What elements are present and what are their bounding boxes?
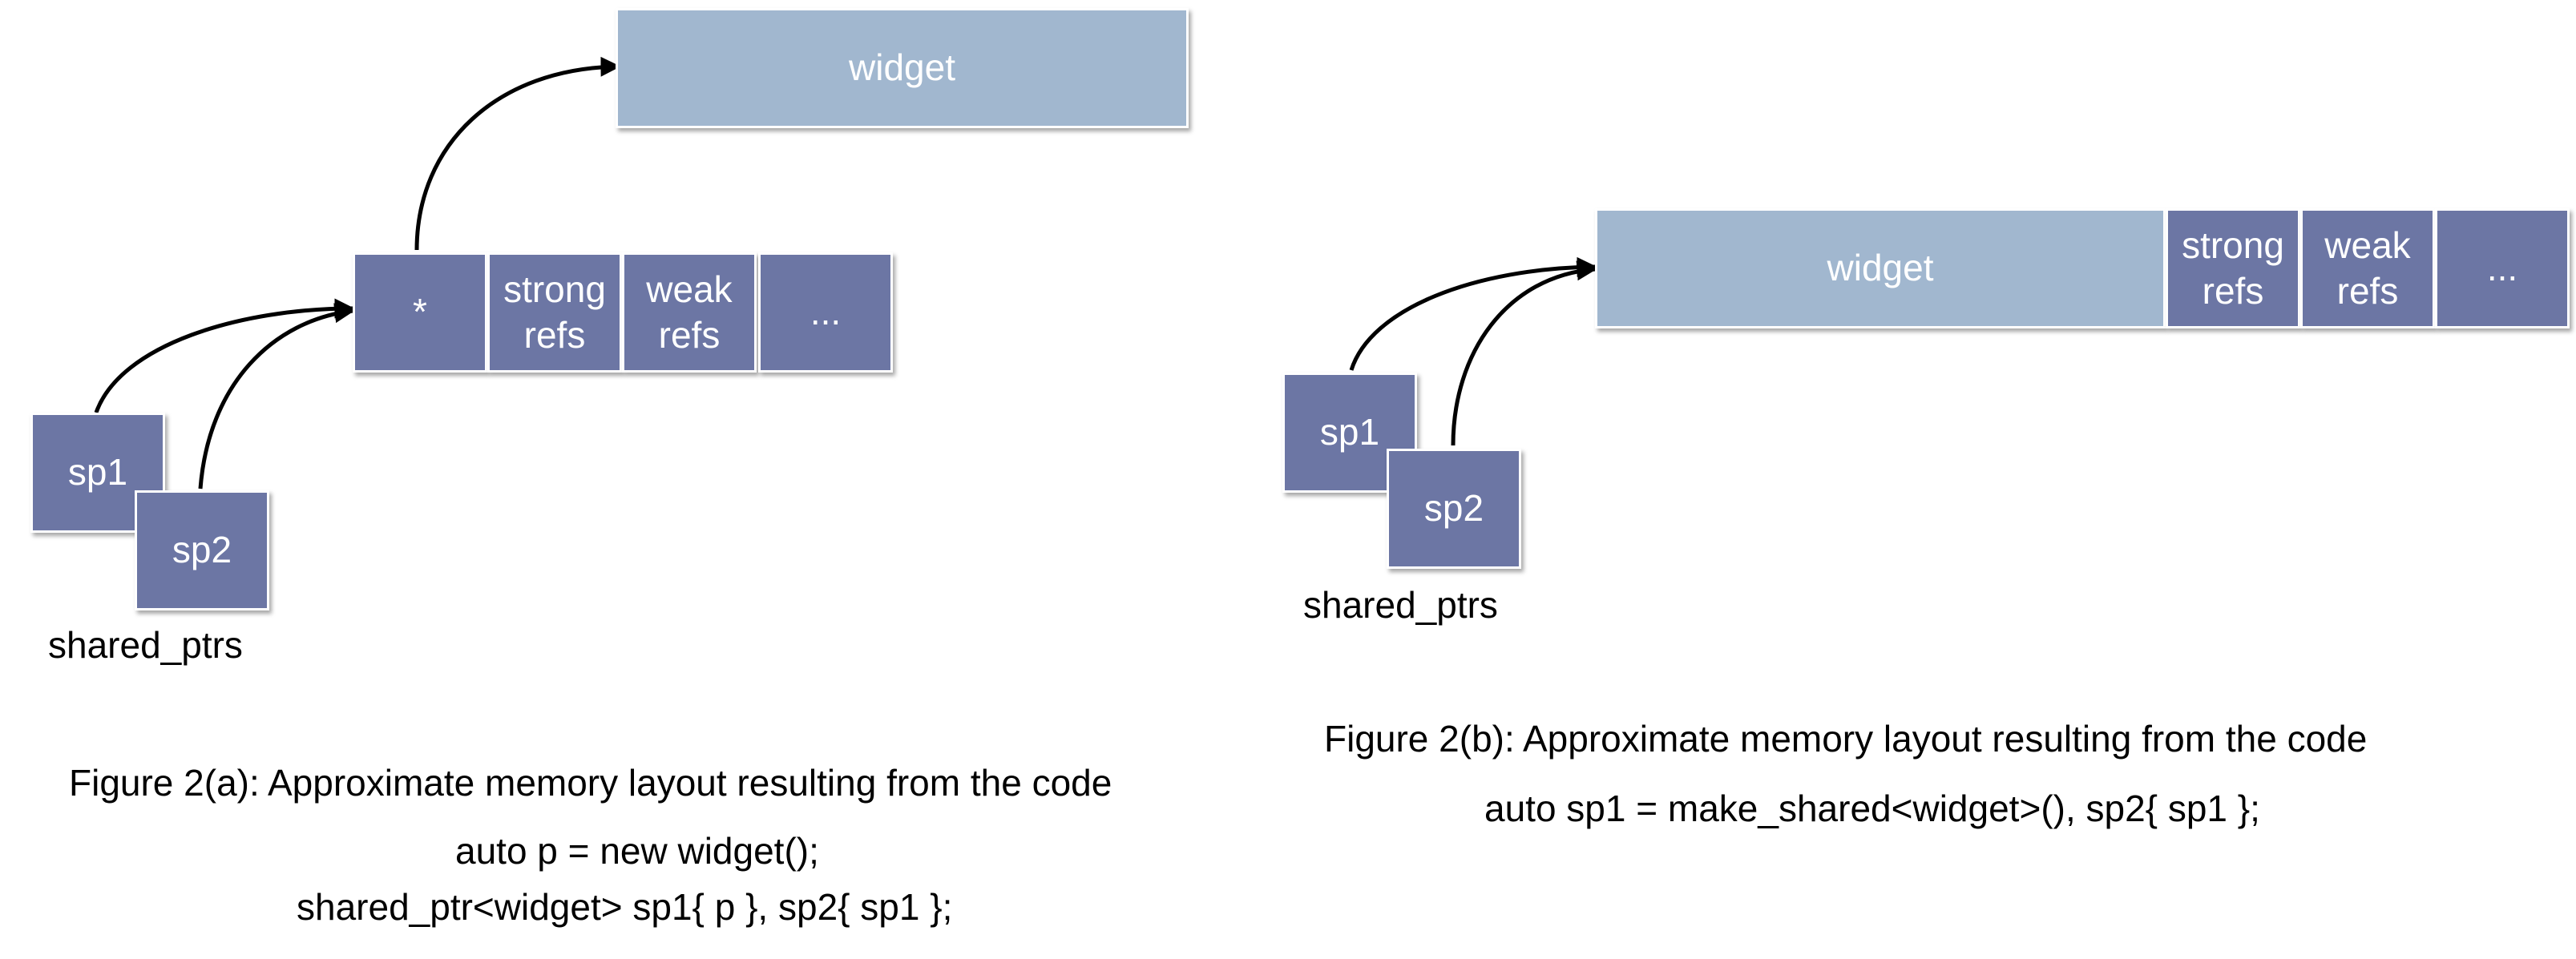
sp2-box-b: sp2 [1387,449,1521,569]
code-line-b-1: auto sp1 = make_shared<widget>(), sp2{ s… [1484,788,2260,829]
caption-b: Figure 2(b): Approximate memory layout r… [1324,718,2368,760]
strong-refs-cell-b: strong refs [2166,208,2300,328]
ellipsis-cell-a: ... [758,252,893,373]
pointer-cell-a: * [353,252,487,373]
shared-ptrs-label-b: shared_ptrs [1303,584,1498,626]
widget-box-b: widget [1595,208,2166,328]
caption-a: Figure 2(a): Approximate memory layout r… [69,762,1112,804]
weak-refs-cell-a: weak refs [622,252,757,373]
code-line-a-1: auto p = new widget(); [455,830,819,872]
code-line-a-2: shared_ptr<widget> sp1{ p }, sp2{ sp1 }; [297,886,953,928]
shared-ptrs-label-a: shared_ptrs [48,624,243,666]
sp1-box-b: sp1 [1282,373,1417,493]
arrow-sp1-to-control-block-a [94,298,355,413]
arrow-sp2-to-widget-b [1451,260,1597,446]
weak-refs-cell-b: weak refs [2300,208,2435,328]
sp2-box-a: sp2 [135,490,269,610]
arrow-sp2-to-control-block-a [198,303,355,490]
strong-refs-cell-a: strong refs [487,252,622,373]
arrow-sp1-to-widget-b [1349,256,1597,371]
widget-box-a: widget [616,8,1189,128]
ellipsis-cell-b: ... [2435,208,2570,328]
arrow-pointer-to-widget-a [414,56,621,251]
